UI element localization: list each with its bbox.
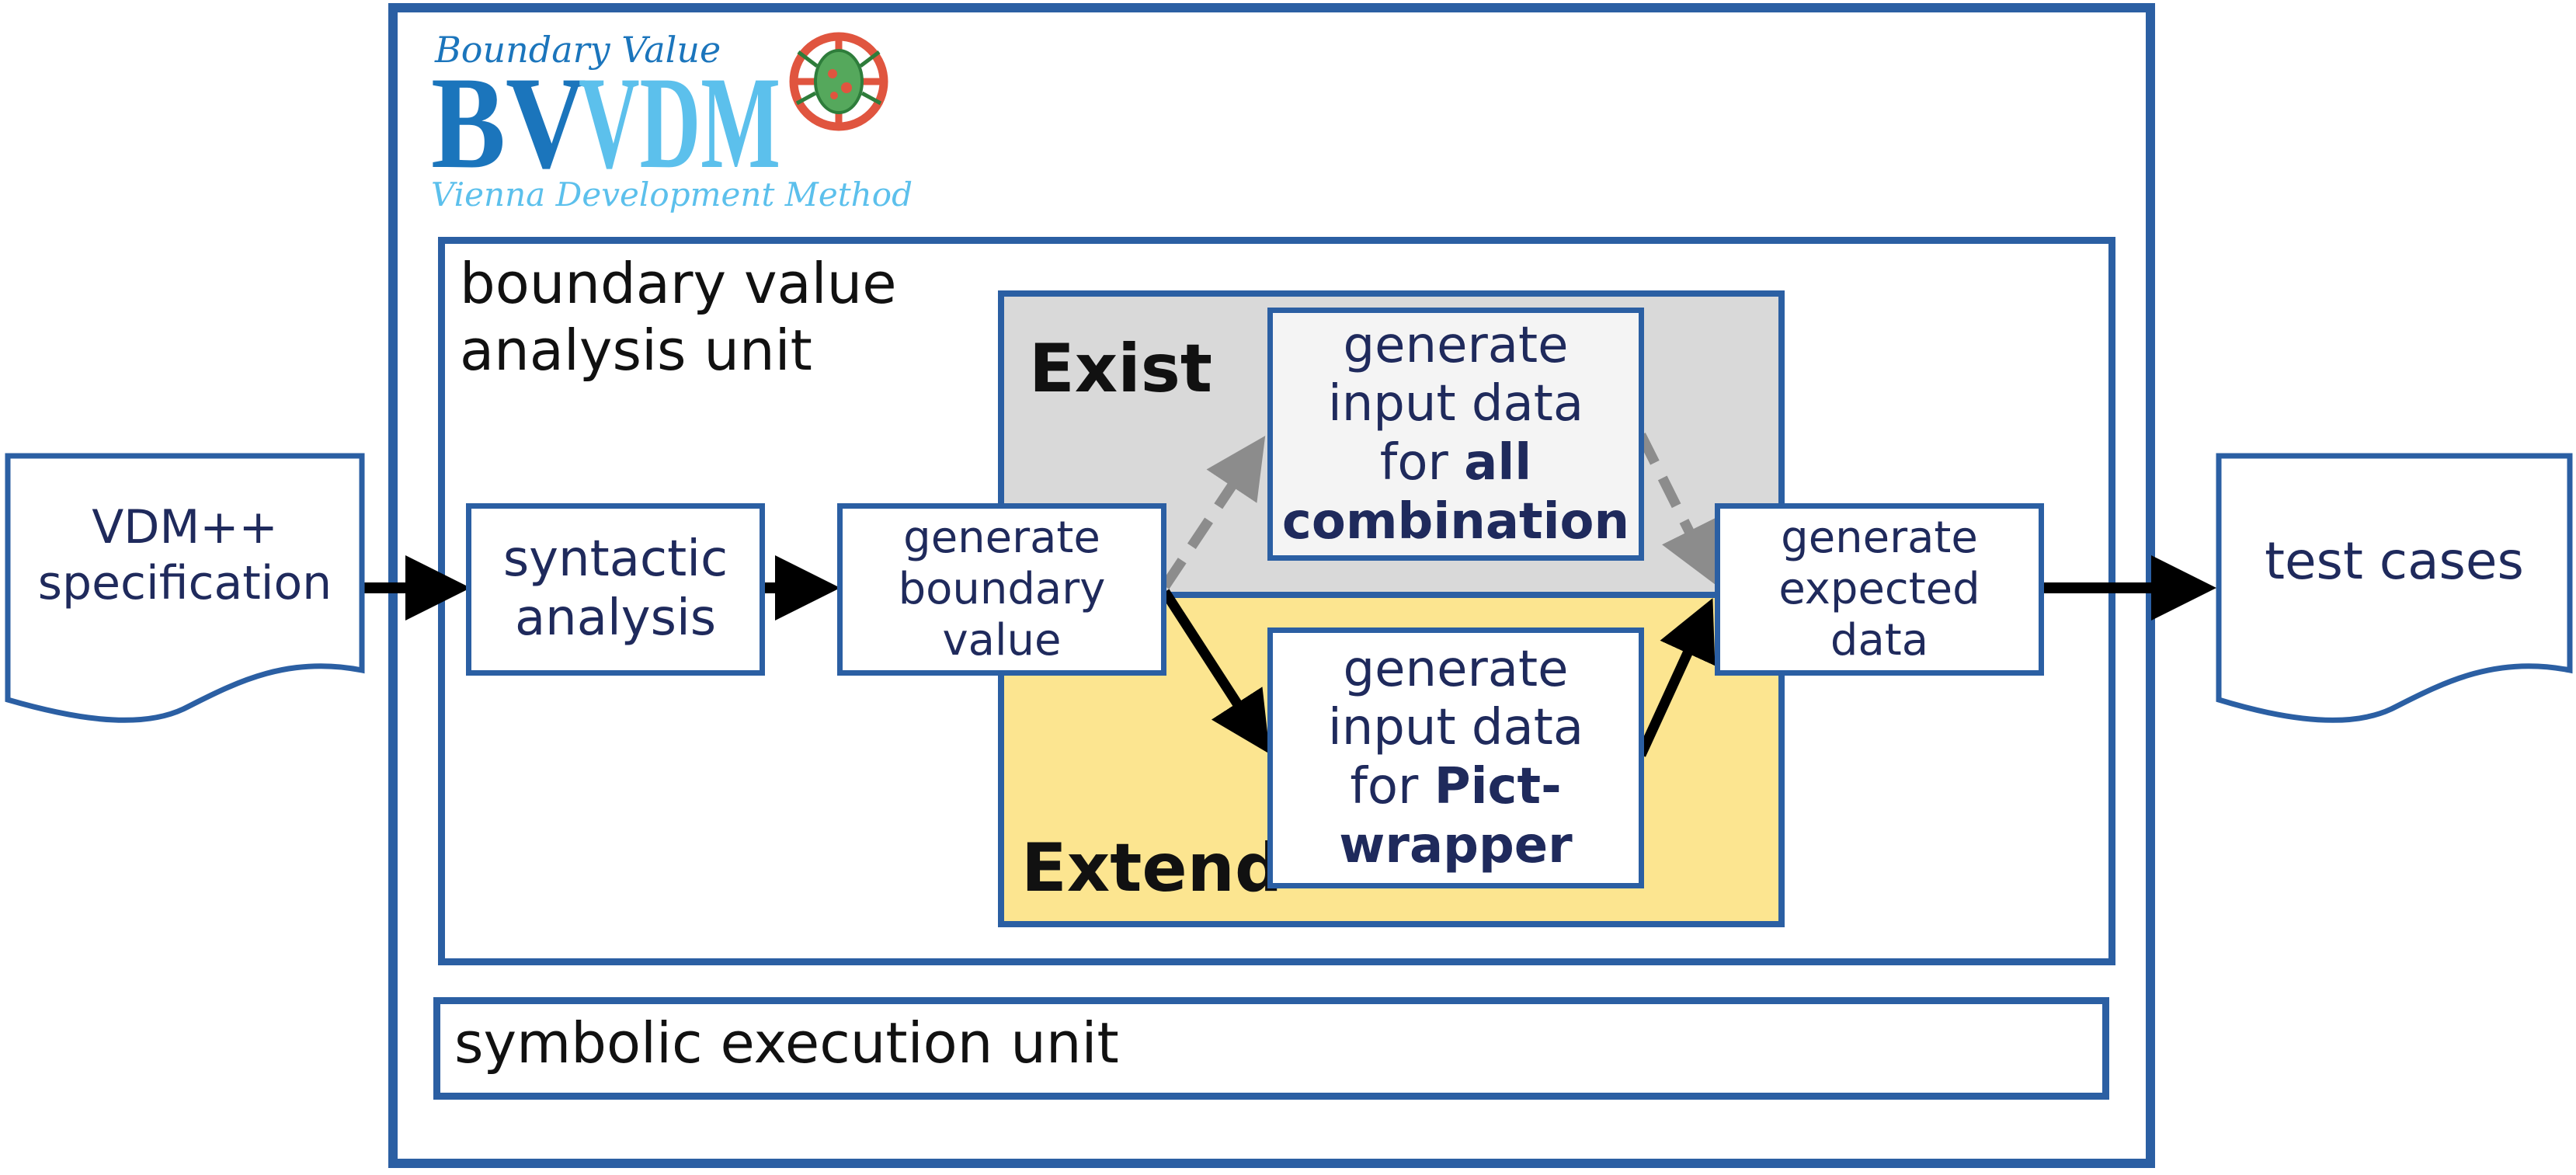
bva-label-line2: analysis unit <box>460 318 812 384</box>
test-cases-line1: test cases <box>2265 531 2524 591</box>
arrow-boundary-to-all-combination <box>1160 436 1266 589</box>
gen-all-line3: for all <box>1282 434 1629 493</box>
arrow-pict-wrapper-to-expected <box>1636 598 1716 757</box>
logo-main-right: VDM <box>579 50 780 196</box>
gen-all-line1: generate <box>1343 316 1569 374</box>
gen-pict-line4: wrapper <box>1339 816 1573 874</box>
gen-all-line4: combination <box>1281 492 1630 551</box>
gen-expected-line2: expected <box>1778 563 1980 614</box>
logo-main-left: BV <box>431 50 586 196</box>
symbolic-execution-unit-label: symbolic execution unit <box>454 1010 1119 1076</box>
logo-top-text: Boundary Value <box>434 29 721 71</box>
gen-all-bold: all <box>1464 434 1532 492</box>
gen-pict-for: for <box>1350 758 1434 815</box>
symbolic-execution-unit <box>433 997 2109 1100</box>
bug-target-icon <box>789 32 888 131</box>
generate-all-combination-box: generate input data for all combination <box>1267 308 1644 561</box>
document-shape <box>2216 453 2573 723</box>
boundary-value-analysis-unit-label: boundary value analysis unit <box>460 250 957 384</box>
vdm-spec-line2: specification <box>37 556 332 610</box>
bvdm-logo: Boundary Value BV VDM Vienna Development… <box>427 23 932 217</box>
gen-pict-line1: generate <box>1343 640 1569 698</box>
vdm-specification-document: VDM++ specification <box>5 453 365 726</box>
syntactic-line1: syntactic <box>502 530 728 589</box>
logo-graphic: Boundary Value BV VDM Vienna Development… <box>431 29 913 214</box>
document-shape <box>5 453 365 723</box>
bva-label-line1: boundary value <box>460 251 897 316</box>
generate-pict-wrapper-box: generate input data for Pict- wrapper <box>1267 627 1644 888</box>
gen-expected-line1: generate <box>1781 512 1978 563</box>
vdm-spec-line1: VDM++ <box>92 500 278 554</box>
syntactic-analysis-box: syntactic analysis <box>466 503 765 676</box>
gen-boundary-line1: generate <box>903 512 1100 563</box>
exist-region-label: Exist <box>1029 330 1212 408</box>
gen-pict-bold: Pict- <box>1434 758 1562 815</box>
gen-expected-line3: data <box>1830 615 1929 666</box>
logo-bottom-text: Vienna Development Method <box>431 176 913 214</box>
generate-expected-data-box: generate expected data <box>1715 503 2044 676</box>
gen-boundary-line2: boundary <box>898 563 1106 614</box>
generate-boundary-value-box: generate boundary value <box>837 503 1166 676</box>
gen-pict-line2: input data <box>1327 699 1584 757</box>
extend-region-label: Extend <box>1021 829 1283 907</box>
gen-all-line2: input data <box>1327 375 1584 433</box>
arrow-all-combination-to-expected <box>1636 433 1716 586</box>
arrow-boundary-to-pict-wrapper <box>1160 589 1271 754</box>
gen-pict-line3: for Pict- <box>1328 758 1583 817</box>
syntactic-line2: analysis <box>514 589 717 647</box>
test-cases-document: test cases <box>2216 453 2573 726</box>
gen-boundary-line3: value <box>942 615 1062 666</box>
gen-all-for: for <box>1379 434 1465 492</box>
